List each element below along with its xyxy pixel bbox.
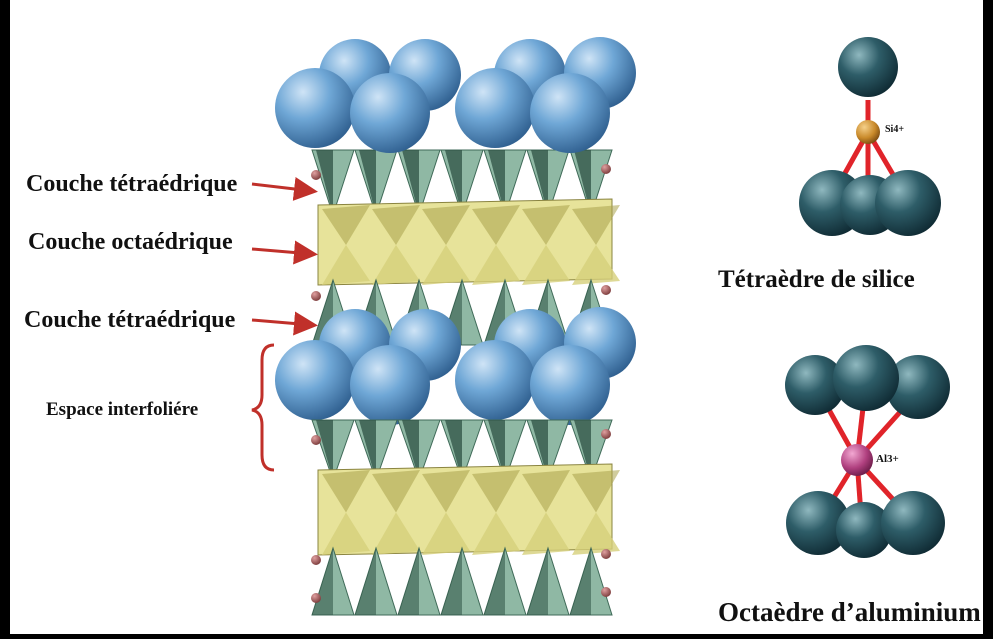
oxygen-sphere bbox=[275, 340, 355, 420]
arrow-tetra-bottom bbox=[252, 320, 312, 325]
hydroxyl-atom bbox=[601, 549, 611, 559]
caption-silica-tetrahedron: Tétraèdre de silice bbox=[718, 266, 915, 294]
interlayer-bracket bbox=[252, 345, 274, 470]
caption-alumina-octahedron: Octaèdre d’aluminium bbox=[718, 597, 981, 628]
oxygen-atom-top bbox=[838, 37, 898, 97]
oxygen-sphere bbox=[455, 68, 535, 148]
hydroxyl-atom bbox=[311, 291, 321, 301]
oxygen-sphere bbox=[350, 345, 430, 425]
hydroxyl-atom bbox=[601, 587, 611, 597]
alumina-octahedron-model: Al3+ bbox=[785, 345, 950, 558]
arrow-octa bbox=[252, 249, 312, 254]
hydroxyl-atom bbox=[311, 435, 321, 445]
oxygen-atom-lr bbox=[881, 491, 945, 555]
oxygen-sphere bbox=[530, 73, 610, 153]
oxygen-atom-right bbox=[875, 170, 941, 236]
hydroxyl-atom bbox=[311, 555, 321, 565]
label-octahedral-layer: Couche octaédrique bbox=[28, 229, 233, 256]
oxygen-atom-uc bbox=[833, 345, 899, 411]
silicon-atom bbox=[856, 120, 880, 144]
label-tetrahedral-layer-top: Couche tétraédrique bbox=[26, 171, 237, 198]
oxygen-sphere bbox=[530, 345, 610, 425]
oxygen-sphere bbox=[275, 68, 355, 148]
oxygen-sphere bbox=[350, 73, 430, 153]
label-tetrahedral-layer-bottom: Couche tétraédrique bbox=[24, 307, 235, 334]
hydroxyl-atom bbox=[601, 164, 611, 174]
hydroxyl-atom bbox=[311, 170, 321, 180]
pointer-arrows bbox=[252, 184, 312, 325]
al-ion-label: Al3+ bbox=[876, 453, 899, 465]
crystal-structure bbox=[275, 37, 636, 615]
si-ion-label: Si4+ bbox=[885, 124, 904, 135]
label-interlayer-space: Espace interfoliére bbox=[46, 399, 198, 421]
aluminium-atom bbox=[841, 444, 873, 476]
hydroxyl-atom bbox=[601, 429, 611, 439]
arrow-tetra-top bbox=[252, 184, 312, 191]
silica-tetrahedron-model: Si4+ bbox=[799, 37, 941, 236]
hydroxyl-atom bbox=[601, 285, 611, 295]
hydroxyl-atom bbox=[311, 593, 321, 603]
oxygen-sphere bbox=[455, 340, 535, 420]
